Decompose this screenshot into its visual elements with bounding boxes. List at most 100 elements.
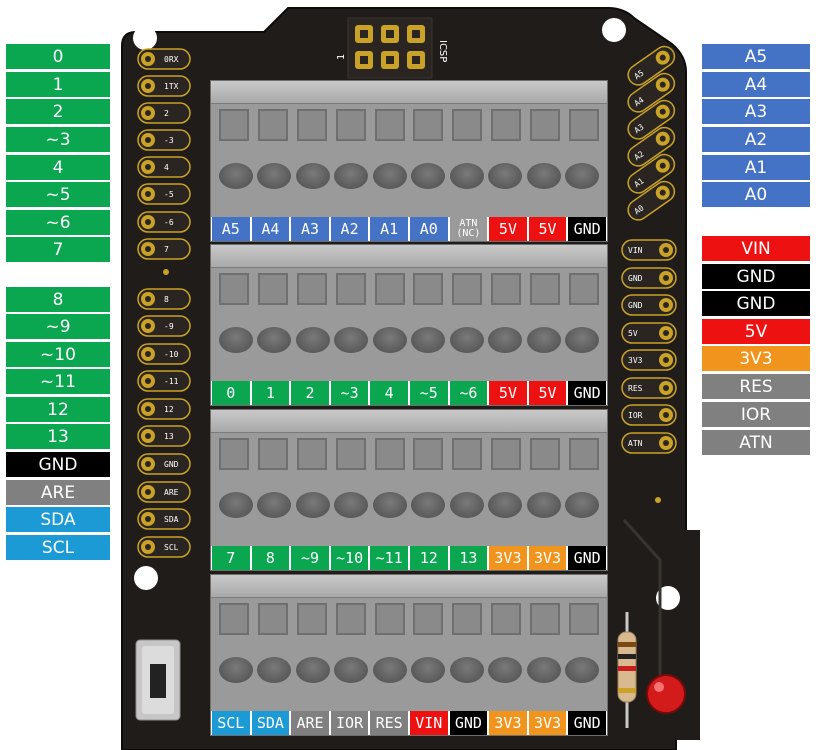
screw-terminal xyxy=(564,163,599,189)
terminal-label: GND xyxy=(449,711,488,735)
terminal-label-text: ~6 xyxy=(459,384,478,402)
block-top xyxy=(211,81,607,104)
wire-slot xyxy=(219,109,249,141)
wire-slot xyxy=(219,603,249,635)
terminal-label-text: GND xyxy=(573,220,601,238)
terminal-label: ~3 xyxy=(330,381,369,405)
analog-pin: A4 xyxy=(627,72,676,113)
terminal-label: A1 xyxy=(370,217,408,241)
pin-label: 1TX xyxy=(164,82,179,91)
terminal-label-text: 4 xyxy=(384,384,394,402)
pin-label: 0RX xyxy=(164,55,179,64)
terminal-label-text: ~9 xyxy=(300,549,320,567)
terminal-label-text: GND xyxy=(573,549,601,567)
screw-terminal xyxy=(449,657,484,683)
terminal-label-text: ~5 xyxy=(419,384,438,402)
via xyxy=(163,269,169,275)
terminal-label: A0 xyxy=(409,217,448,241)
terminal-label-text: VIN xyxy=(415,714,443,732)
block-top xyxy=(211,410,607,433)
wire-slot xyxy=(335,603,366,635)
terminal-label: ARE xyxy=(291,711,329,735)
left-lbl-3: ~3 xyxy=(6,127,110,152)
terminal-label-text: 5V xyxy=(498,384,517,402)
terminal-label-text: 2 xyxy=(305,384,315,402)
wire-slot xyxy=(335,273,366,305)
pin-label: SDA xyxy=(164,515,179,524)
screw-terminal xyxy=(488,163,523,189)
terminal-label: A3 xyxy=(291,217,329,241)
pin-label: -5 xyxy=(164,190,174,199)
left-lbl-15: ARE xyxy=(6,480,110,505)
terminal-label: 4 xyxy=(370,381,408,405)
wire-slot xyxy=(219,273,249,305)
pin-label: 12 xyxy=(164,405,174,414)
terminal-label: 12 xyxy=(409,546,448,570)
terminal-label: ~11 xyxy=(370,546,408,570)
screw-terminal xyxy=(526,492,561,518)
screw-terminal xyxy=(564,657,599,683)
terminal-label: GND xyxy=(568,381,606,405)
screw-terminal xyxy=(372,657,407,683)
wire-slot xyxy=(257,603,288,635)
pin-label: GND xyxy=(628,274,643,283)
right-lbl-12: IOR xyxy=(702,402,810,427)
wire-slot xyxy=(296,438,327,470)
terminal-label: 7 xyxy=(212,546,250,570)
wire-slot xyxy=(530,603,560,635)
terminal-label: IOR xyxy=(330,711,369,735)
terminal-label: ~5 xyxy=(409,381,448,405)
right-lbl-10: 3V3 xyxy=(702,346,810,371)
screw-terminal xyxy=(488,327,523,353)
wire-slot xyxy=(568,109,599,141)
pin-label: -6 xyxy=(164,218,174,227)
analog-pin: A5 xyxy=(627,45,676,86)
right-lbl-2: A3 xyxy=(702,99,810,124)
screw-terminal xyxy=(449,163,484,189)
terminal-label: 3V3 xyxy=(528,546,567,570)
wire-slot xyxy=(491,109,522,141)
terminal-label: 2 xyxy=(291,381,329,405)
pin-label: -11 xyxy=(164,377,179,386)
icsp-label: ICSP xyxy=(437,40,448,62)
wire-slot xyxy=(374,438,405,470)
pin-label: ARE xyxy=(164,488,179,497)
left-lbl-6: ~6 xyxy=(6,210,110,235)
right-lbl-11: RES xyxy=(702,374,810,399)
terminal-label-text: ~3 xyxy=(340,384,359,402)
wire-slot xyxy=(452,438,483,470)
left-lbl-1: 1 xyxy=(6,72,110,97)
terminal-label: 5V xyxy=(489,217,527,241)
screw-terminal xyxy=(526,657,561,683)
screw-terminal xyxy=(334,163,369,189)
pin-label: 3V3 xyxy=(628,356,643,365)
wire-slot xyxy=(568,603,599,635)
terminal-label-text: A1 xyxy=(380,220,399,238)
screw-terminal xyxy=(219,657,253,683)
terminal-label-text: ATN xyxy=(459,218,478,229)
terminal-label: A5 xyxy=(212,217,250,241)
left-lbl-16: SDA xyxy=(6,507,110,532)
terminal-label-text: ~10 xyxy=(336,549,364,567)
screw-terminal xyxy=(257,163,292,189)
terminal-label-text: 0 xyxy=(226,384,236,402)
wire-slot xyxy=(335,438,366,470)
right-lbl-8: GND xyxy=(702,291,810,316)
screw-terminal xyxy=(488,492,523,518)
terminal-label-text: 3V3 xyxy=(494,549,522,567)
terminal-label-text: GND xyxy=(454,714,482,732)
resistor xyxy=(617,612,637,728)
terminal-label-text: SCL xyxy=(217,714,245,732)
terminal-label-text: GND xyxy=(573,714,601,732)
screw-terminal xyxy=(526,163,561,189)
pin-label: 8 xyxy=(164,295,169,304)
terminal-label: ~9 xyxy=(291,546,329,570)
screw-terminal xyxy=(219,492,253,518)
right-lbl-0: A5 xyxy=(702,44,810,69)
screw-terminal xyxy=(219,327,253,353)
pin-label: SCL xyxy=(164,543,179,552)
screw-terminal xyxy=(411,163,446,189)
terminal-label-text: 3V3 xyxy=(534,549,562,567)
